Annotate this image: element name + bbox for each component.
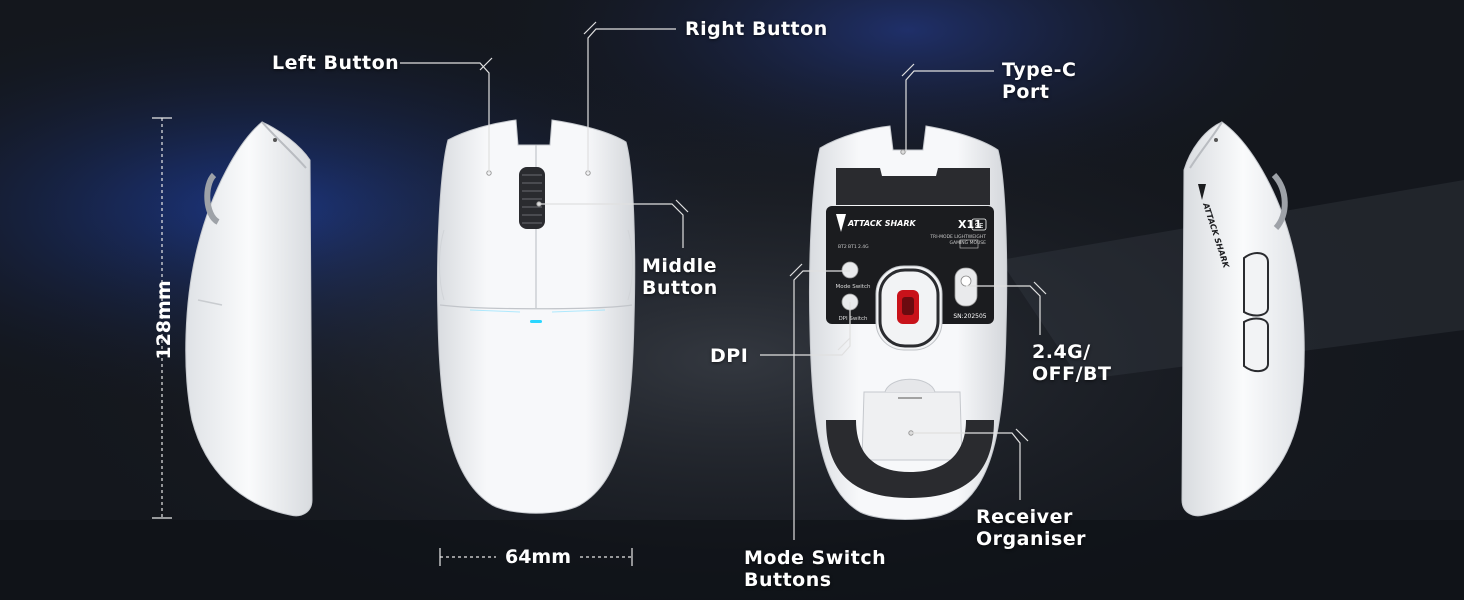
- top-skate: [836, 168, 990, 205]
- subtitle-line-2: GAMING MOUSE: [950, 240, 987, 246]
- mode-switch-text: Mode Switch: [836, 284, 871, 290]
- mouse-top-view: [437, 119, 636, 514]
- type-c-port-label: Type-C Port: [1002, 59, 1077, 103]
- side-button-forward: [1243, 252, 1269, 317]
- width-dimension-text: 64mm: [505, 546, 571, 568]
- mode-indicator-2: BT1: [848, 244, 857, 250]
- callout-lines-top: [400, 21, 689, 248]
- length-dimension-text: 128mm: [153, 280, 175, 359]
- connection-mode-label: 2.4G/ OFF/BT: [1032, 341, 1112, 385]
- model-badge-text: SE: [975, 222, 984, 230]
- left-button-label: Left Button: [272, 52, 400, 74]
- label-plate: [826, 206, 994, 324]
- scroll-wheel: [519, 167, 545, 229]
- mode-slider-switch: [954, 267, 978, 307]
- mode-indicator-3: 2.4G: [858, 244, 869, 250]
- mouse-bottom-view: ATTACK SHARK X11 SE TRI-MODE LIGHTWEIGHT…: [809, 125, 1008, 520]
- mouse-side-left-view: [185, 121, 313, 517]
- receiver-compartment: [861, 391, 963, 461]
- receiver-organiser-label: Receiver Organiser: [976, 506, 1087, 550]
- dpi-label: DPI: [710, 345, 749, 367]
- mouse-side-right-view: ATTACK SHARK: [1181, 121, 1305, 517]
- bottom-brand-text: ATTACK SHARK: [847, 219, 917, 228]
- dpi-led-indicator: [530, 320, 542, 323]
- mode-switch-button: [841, 261, 859, 279]
- mode-switch-buttons-label: Mode Switch Buttons: [744, 547, 887, 591]
- model-text: X11: [958, 218, 982, 231]
- middle-button-label: Middle Button: [642, 255, 718, 299]
- callout-lines-bottom: [760, 63, 1047, 540]
- dpi-switch-text: DPI Switch: [838, 316, 868, 322]
- side-button-back: [1243, 317, 1269, 372]
- width-dimension: 64mm: [439, 546, 633, 568]
- mode-indicator-1: BT2: [838, 244, 847, 250]
- bottom-skate: [826, 420, 994, 498]
- length-dimension: 128mm: [152, 117, 175, 519]
- subtitle-line-1: TRI-MODE LIGHTWEIGHT: [929, 234, 986, 240]
- serial-text: SN:202505: [953, 313, 986, 320]
- right-button-label: Right Button: [685, 18, 828, 40]
